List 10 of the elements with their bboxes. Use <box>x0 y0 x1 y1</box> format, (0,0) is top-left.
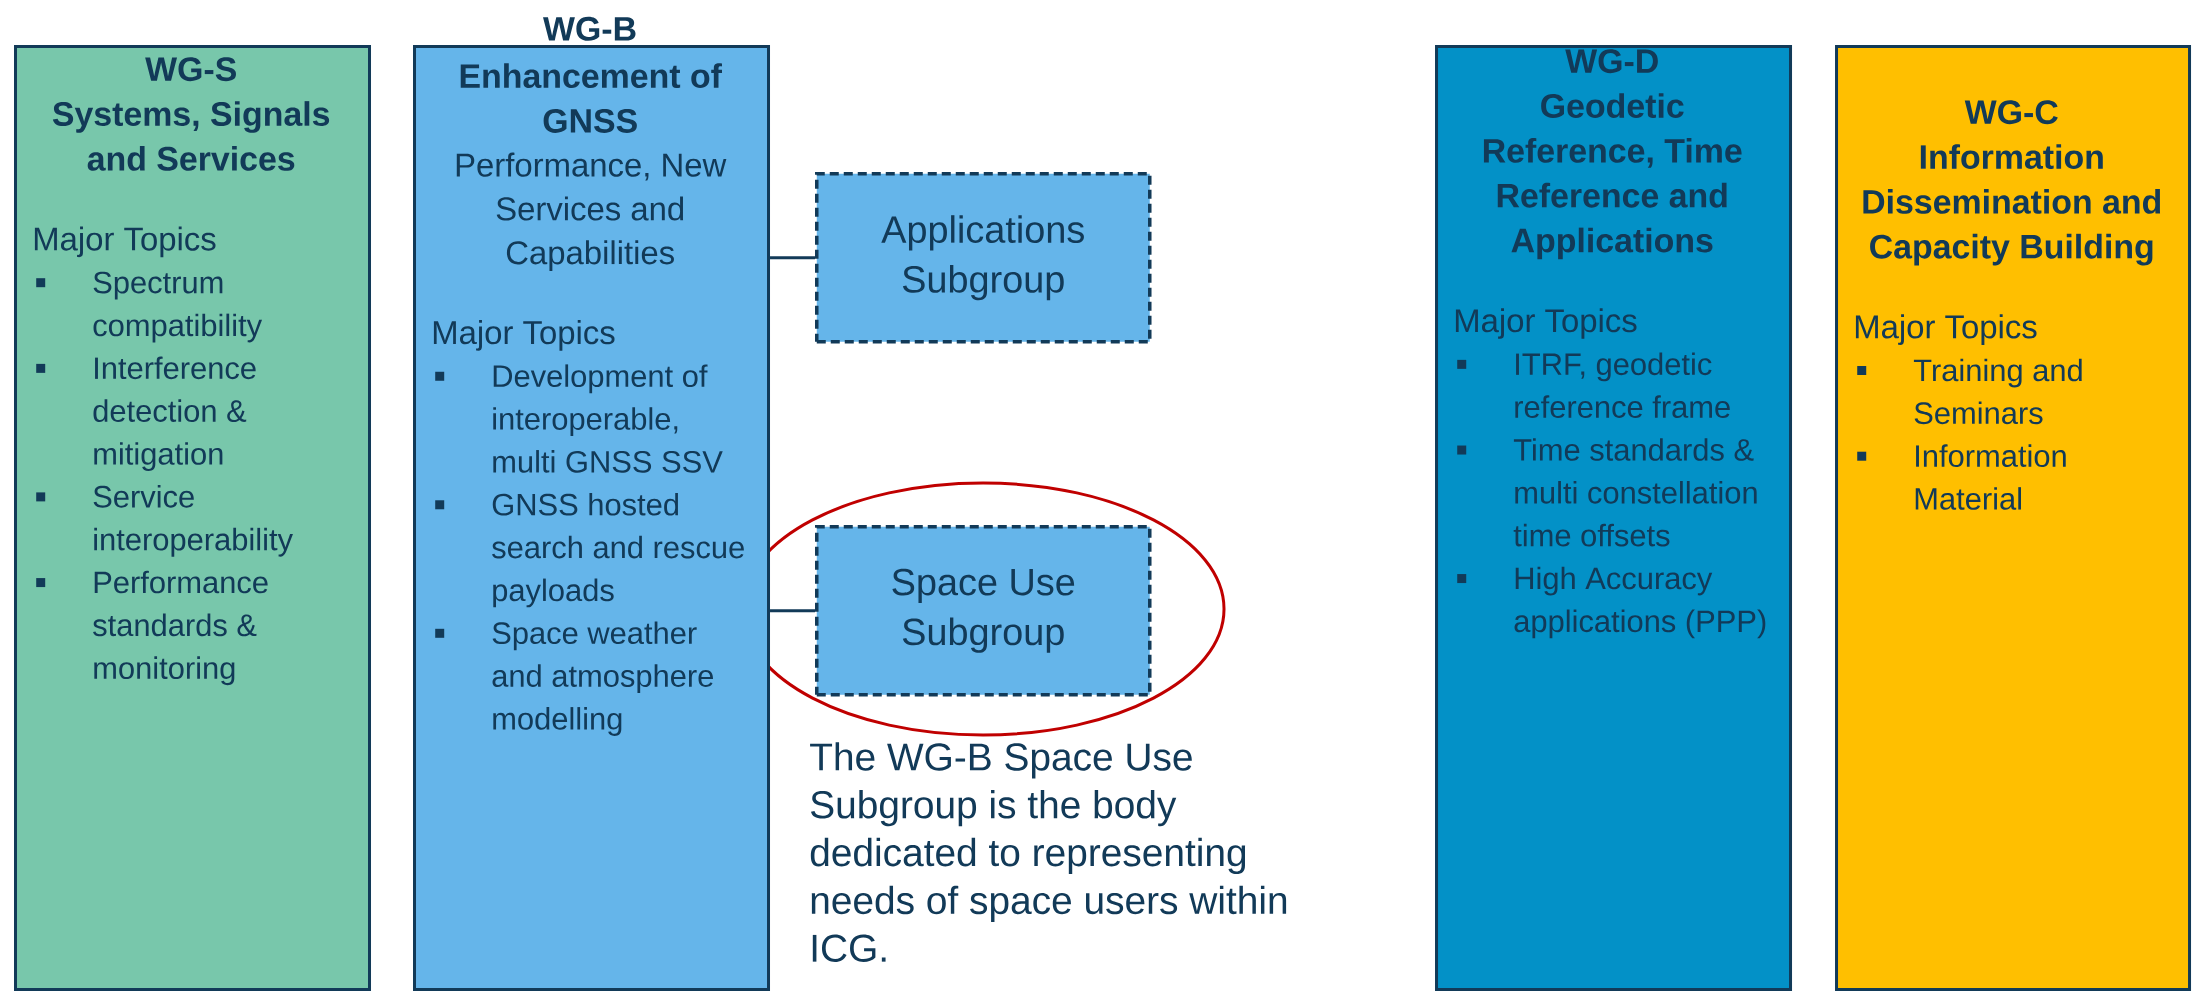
working-group-box: WG-B Enhancement of GNSS Performance, New Services and Capabilities Major Topics Development of interoperable, multi GNSS SSV GNSS hosted search and rescue payloads Space weather and atmosphere modelling <box>413 16 770 991</box>
working-group-box: WG-D Geodetic Reference, Time Reference and Applications Major Topics ITRF, geodetic reference frame Time standards & multi constellation time offsets High Accuracy applications (PPP) <box>1435 45 1793 991</box>
subgroup-box: Space Use Subgroup <box>815 525 1152 697</box>
subgroup-box: Applications Subgroup <box>815 172 1152 344</box>
connector-line <box>770 256 815 260</box>
connector-line <box>770 609 815 613</box>
working-group-box: WG-S Systems, Signals and Services Major Topics Spectrum compatibility Interference detection & mitigation Service interoperability Performance standards & monitoring <box>14 45 371 991</box>
node-label: WG-B <box>543 16 636 41</box>
working-group-box: WG-C Information Dissemination and Capacity Building Major Topics Training and Seminars Information Material <box>1835 45 2192 991</box>
note-text: The WG-B Space Use Subgroup is the body dedicated to representing needs of space users within ICG. <box>810 742 1287 962</box>
